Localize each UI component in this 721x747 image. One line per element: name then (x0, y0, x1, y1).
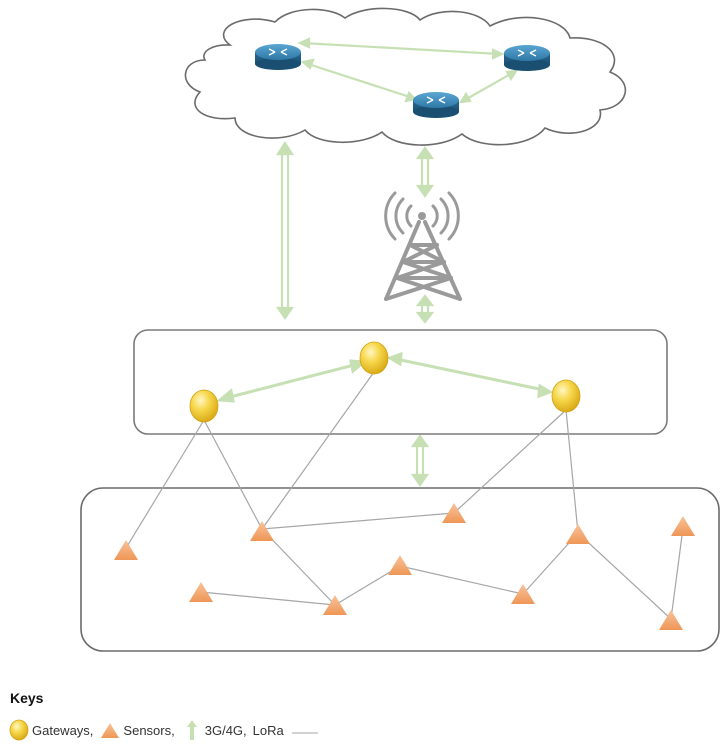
sensor-icon (511, 584, 535, 604)
sensor-icon (671, 516, 695, 536)
gateway-icon (189, 389, 219, 423)
cellular-links (275, 140, 435, 487)
router-icon (503, 44, 551, 72)
legend-sensors-label: Sensors, (123, 722, 175, 738)
sensor-icon (388, 555, 412, 575)
lora-line-icon (291, 732, 318, 734)
lora-links (125, 371, 684, 620)
gateway-icon (359, 341, 389, 375)
sensor-icon (114, 540, 138, 560)
double-arrow-icon (186, 720, 197, 740)
sensor-icon (323, 595, 347, 615)
sensor-layer-box (80, 487, 720, 652)
router-icon (254, 43, 302, 71)
gateway-layer-box (133, 329, 668, 435)
legend-cellular-label: 3G/4G, (204, 722, 247, 738)
sensor-icon (189, 582, 213, 602)
sensor-icon (659, 610, 683, 630)
cloud-icon (184, 7, 627, 146)
sensor-icon (566, 524, 590, 544)
router-links (297, 37, 519, 104)
legend-gateways-label: Gateways, (32, 722, 94, 738)
legend: Gateways, Sensors, 3G/4G, LoRa (8, 719, 320, 741)
gateway-icon (551, 379, 581, 413)
router-icon (412, 91, 460, 119)
sensor-icon (101, 723, 120, 738)
cell-tower-icon (384, 191, 462, 301)
legend-title: Keys (10, 690, 44, 706)
sensor-icon (250, 521, 274, 541)
legend-lora-label: LoRa (252, 722, 284, 738)
gateway-icon (9, 719, 29, 741)
